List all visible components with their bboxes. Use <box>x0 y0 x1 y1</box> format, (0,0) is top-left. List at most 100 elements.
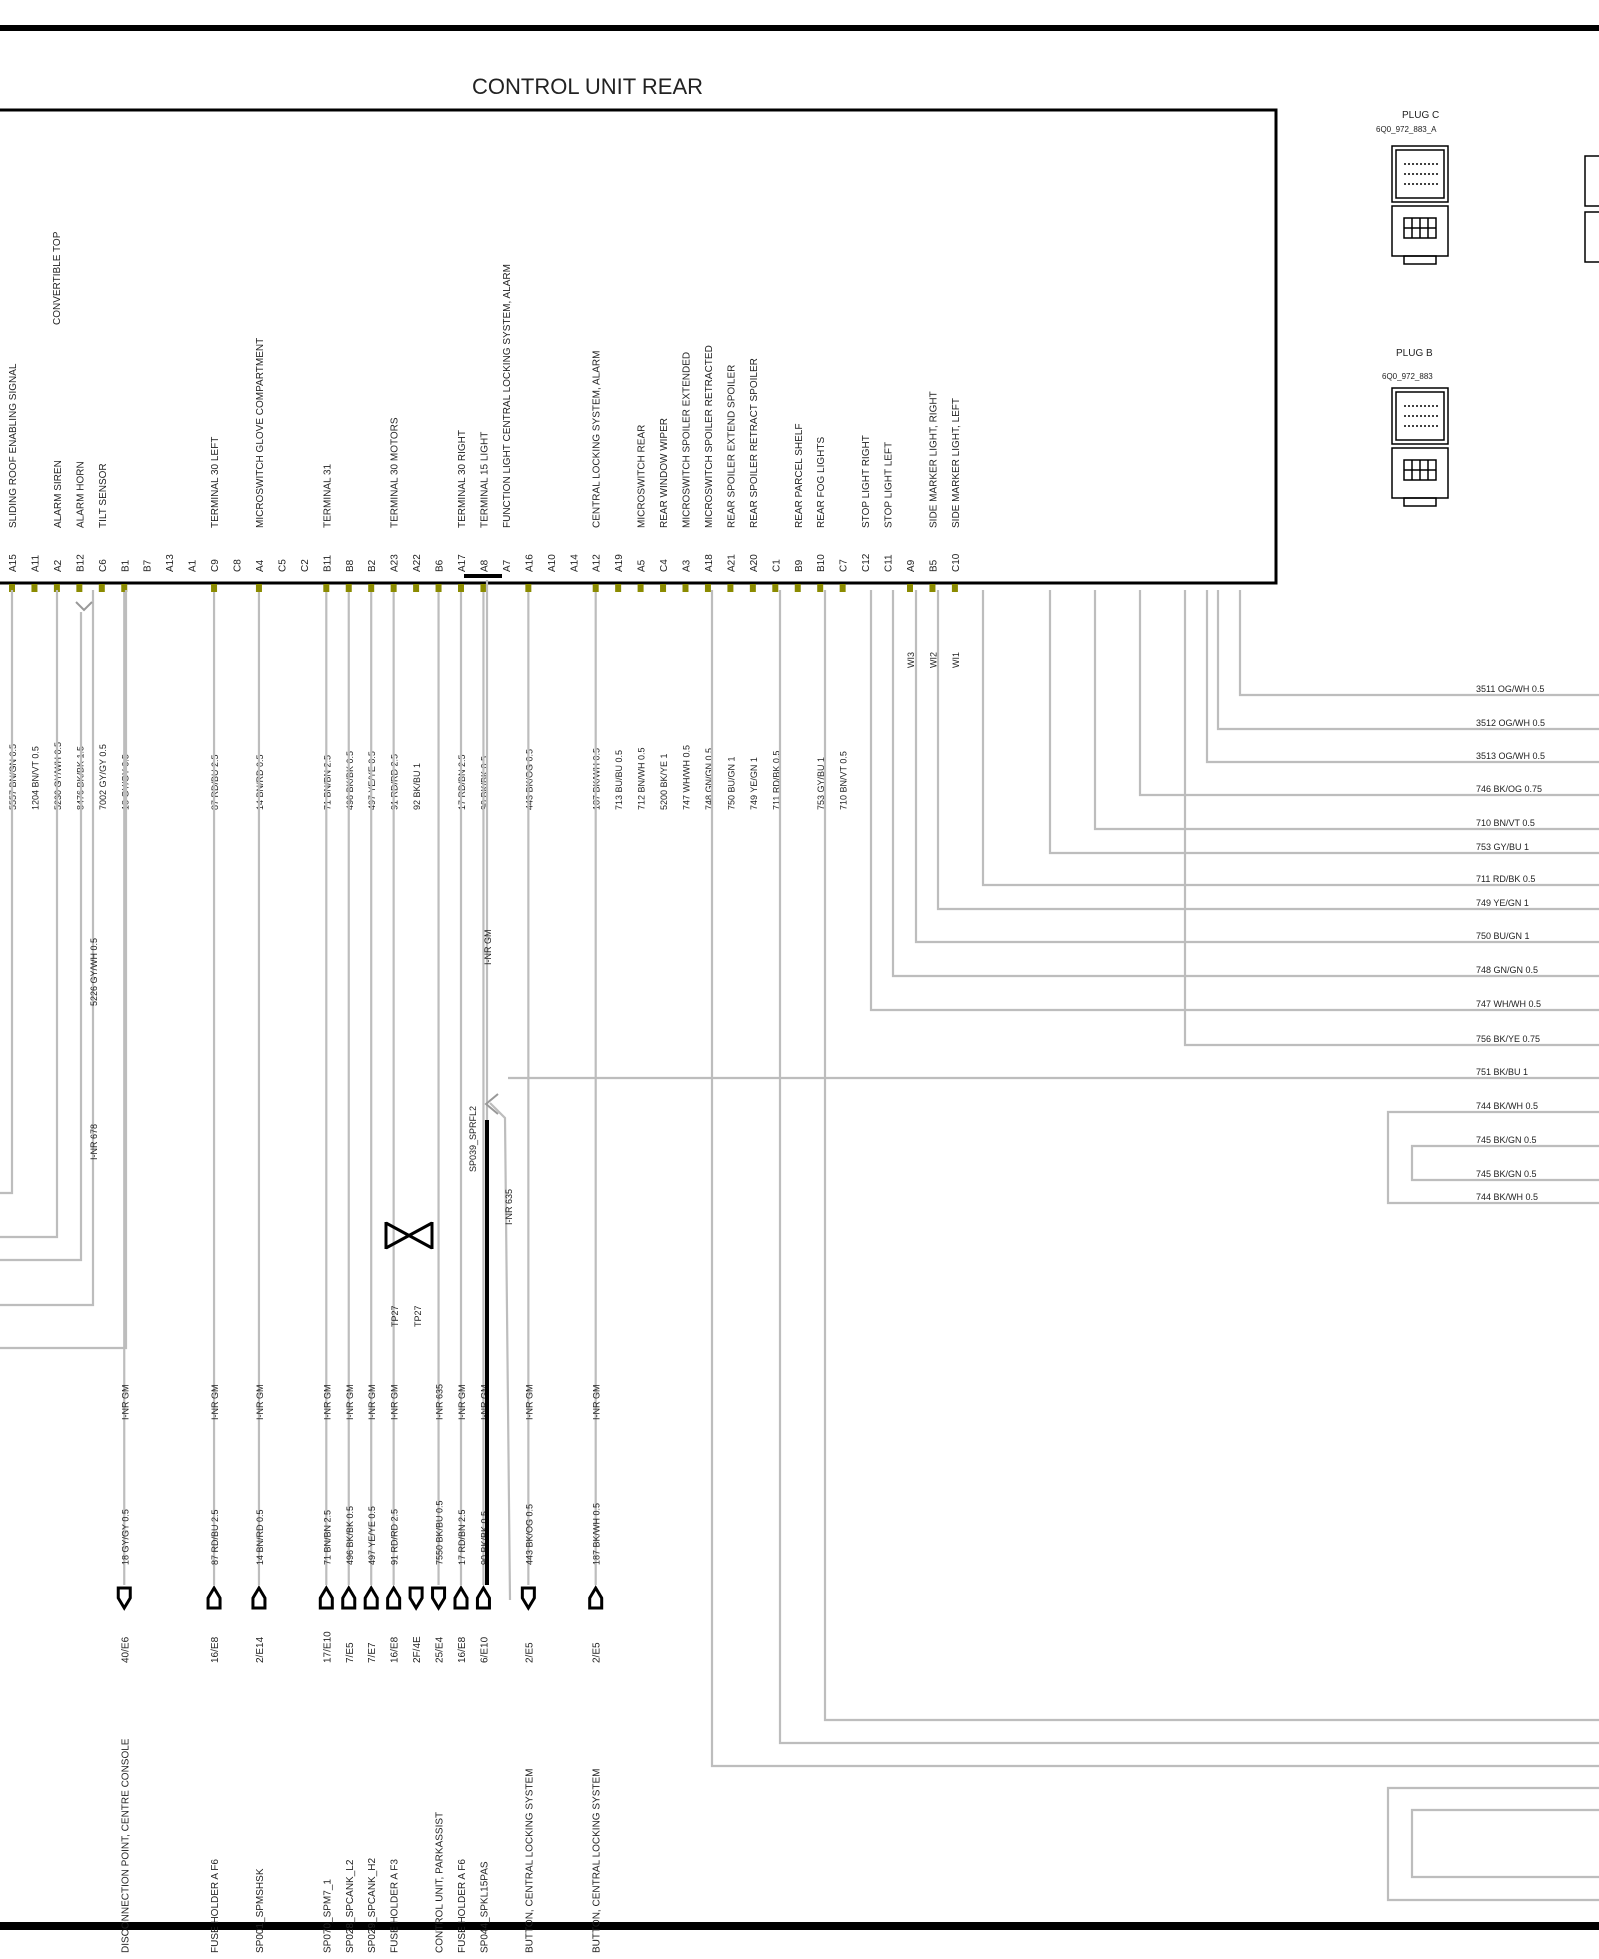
wire-label-left: 5226 GY/WH 0.5 <box>89 938 99 1006</box>
pin-label-a23: A23 <box>390 554 401 572</box>
right-wire-label: 3513 OG/WH 0.5 <box>1476 751 1545 761</box>
desc-label-a16: BUTTON, CENTRAL LOCKING SYSTEM <box>524 1769 535 1953</box>
pin-label-a4: A4 <box>255 559 266 572</box>
pin-label-c2: C2 <box>300 559 311 572</box>
ref-label-c9: 16/E8 <box>210 1636 221 1663</box>
pin-marker-c10 <box>951 584 958 592</box>
pin-label-b10: B10 <box>816 554 827 572</box>
connector-up-icon <box>475 1585 491 1610</box>
bottom-wire-label-a12: 187 BK/WH 0.5 <box>592 1503 602 1565</box>
function-label-a2: ALARM SIREN <box>53 460 64 528</box>
plug-b-label: PLUG B <box>1396 348 1433 359</box>
ref-label-a17: 16/E8 <box>457 1636 468 1663</box>
wire-routes <box>0 590 1599 1902</box>
bottom-wire-label-a16: 443 BK/OG 0.5 <box>524 1504 534 1565</box>
control-unit-box <box>0 108 1278 585</box>
function-label-a21: REAR SPOILER EXTEND SPOILER <box>726 365 737 528</box>
right-wire-label: 746 BK/OG 0.75 <box>1476 784 1542 794</box>
pin-marker-a16 <box>525 584 532 592</box>
pin-marker-a2 <box>53 584 60 592</box>
bottom-wire-label-c9: 87 RD/BU 2.5 <box>210 1509 220 1565</box>
plug-c-label: PLUG C <box>1402 110 1439 121</box>
function-label-b11: TERMINAL 31 <box>322 463 333 528</box>
desc-label-a12: BUTTON, CENTRAL LOCKING SYSTEM <box>592 1769 603 1953</box>
connector-up-icon <box>318 1585 334 1610</box>
ref-label-a8: 6/E10 <box>479 1636 490 1663</box>
function-label-a4: MICROSWITCH GLOVE COMPARTMENT <box>255 338 266 528</box>
convertible-top-label: CONVERTIBLE TOP <box>52 231 63 325</box>
pin-marker-a11 <box>31 584 38 592</box>
function-label-a18: MICROSWITCH SPOILER RETRACTED <box>704 345 715 528</box>
function-label-c6: TILT SENSOR <box>98 463 109 528</box>
pin-label-c7: C7 <box>839 559 850 572</box>
connector-down-icon <box>431 1586 447 1611</box>
pin-label-a14: A14 <box>569 554 580 572</box>
bottom-wire-label-a4: 14 BN/RD 0.5 <box>255 1509 265 1565</box>
ref-label-b1: 40/E6 <box>120 1636 131 1663</box>
pin-label-a7: A7 <box>502 559 513 572</box>
desc-label-c9: FUSE HOLDER A F6 <box>210 1859 221 1953</box>
splice-label: SP039_SPRFL2 <box>468 1106 478 1172</box>
pin-marker-c1 <box>772 584 779 592</box>
wire-label-a18: 748 GN/GN 0.5 <box>704 748 714 810</box>
function-label-a8: TERMINAL 15 LIGHT <box>479 432 490 528</box>
pin-marker-b10 <box>817 584 824 592</box>
function-label-c11: STOP LIGHT LEFT <box>884 442 895 528</box>
right-wire-label: 751 BK/BU 1 <box>1476 1067 1528 1077</box>
pin-label-a16: A16 <box>524 554 535 572</box>
pin-label-a19: A19 <box>614 554 625 572</box>
inr-678-label: I-NR 678 <box>89 1124 99 1160</box>
function-label-a3: MICROSWITCH SPOILER EXTENDED <box>682 352 693 528</box>
pin-label-b12: B12 <box>75 554 86 572</box>
desc-label-a17: FUSE HOLDER A F6 <box>457 1859 468 1953</box>
pin-marker-a18 <box>704 584 711 592</box>
pin-label-a3: A3 <box>682 559 693 572</box>
wire-label-c7: 710 BN/VT 0.5 <box>839 751 849 810</box>
wire-label-a5: 712 BN/WH 0.5 <box>637 747 647 810</box>
function-label-c9: TERMINAL 30 LEFT <box>210 437 221 528</box>
pin-label-a20: A20 <box>749 554 760 572</box>
pin-marker-a3 <box>682 584 689 592</box>
right-wire-label: 3511 OG/WH 0.5 <box>1476 684 1544 694</box>
right-wire-label: 750 BU/GN 1 <box>1476 931 1530 941</box>
pin-marker-a21 <box>727 584 734 592</box>
connector-down-icon <box>520 1586 536 1611</box>
wire-label-a20: 749 YE/GN 1 <box>749 757 759 810</box>
wire-label-b10: 753 GY/BU 1 <box>816 757 826 810</box>
function-label-b5: SIDE MARKER LIGHT, RIGHT <box>928 391 939 528</box>
ref-label-b2: 7/E7 <box>367 1642 378 1663</box>
desc-label-b2: SP029_SPCANK_H2 <box>367 1858 378 1953</box>
gm-label-b6: I-NR 635 <box>435 1384 445 1420</box>
twisted-pair-icon <box>384 1221 434 1250</box>
bottom-wire-label-a17: 17 RD/BN 2.5 <box>457 1509 467 1565</box>
arrow-icon <box>484 1093 499 1115</box>
gm-label-a17: I-NR GM <box>457 1385 467 1421</box>
desc-label-b1: DISCONNECTION POINT, CENTRE CONSOLE <box>120 1738 131 1953</box>
function-label-a7: FUNCTION LIGHT CENTRAL LOCKING SYSTEM, A… <box>502 264 513 528</box>
pin-label-b9: B9 <box>794 559 805 572</box>
wire-label-c1: 711 RD/BK 0.5 <box>771 751 781 810</box>
plug-a-partial <box>1584 155 1599 263</box>
pin-marker-a4 <box>255 584 262 592</box>
pin-label-a17: A17 <box>457 554 468 572</box>
bottom-wire-label-b8: 496 BK/BK 0.5 <box>345 1506 355 1565</box>
pin-marker-a12 <box>592 584 599 592</box>
desc-label-b11: SP070_SPM7_1 <box>322 1879 333 1953</box>
pin-marker-b11 <box>323 584 330 592</box>
pin-label-c5: C5 <box>277 559 288 572</box>
tp27-label-1: TP27 <box>390 1305 400 1327</box>
function-label-b10: REAR FOG LIGHTS <box>816 437 827 528</box>
pin-label-a10: A10 <box>547 554 558 572</box>
function-label-b9: REAR PARCEL SHELF <box>794 424 805 528</box>
connector-up-icon <box>588 1585 604 1610</box>
bottom-wire-label-b1: 18 GY/GY 0.5 <box>120 1509 130 1565</box>
bottom-wire-label-a23: 91 RD/RD 2.5 <box>390 1509 400 1565</box>
pin-label-b5: B5 <box>928 559 939 572</box>
pin-label-b1: B1 <box>120 559 131 572</box>
pin-marker-b5 <box>929 584 936 592</box>
connector-down-icon <box>116 1586 132 1611</box>
ref-label-a4: 2/E14 <box>255 1636 266 1663</box>
pin-marker-b1 <box>121 584 128 592</box>
ref-label-a16: 2/E5 <box>524 1642 535 1663</box>
